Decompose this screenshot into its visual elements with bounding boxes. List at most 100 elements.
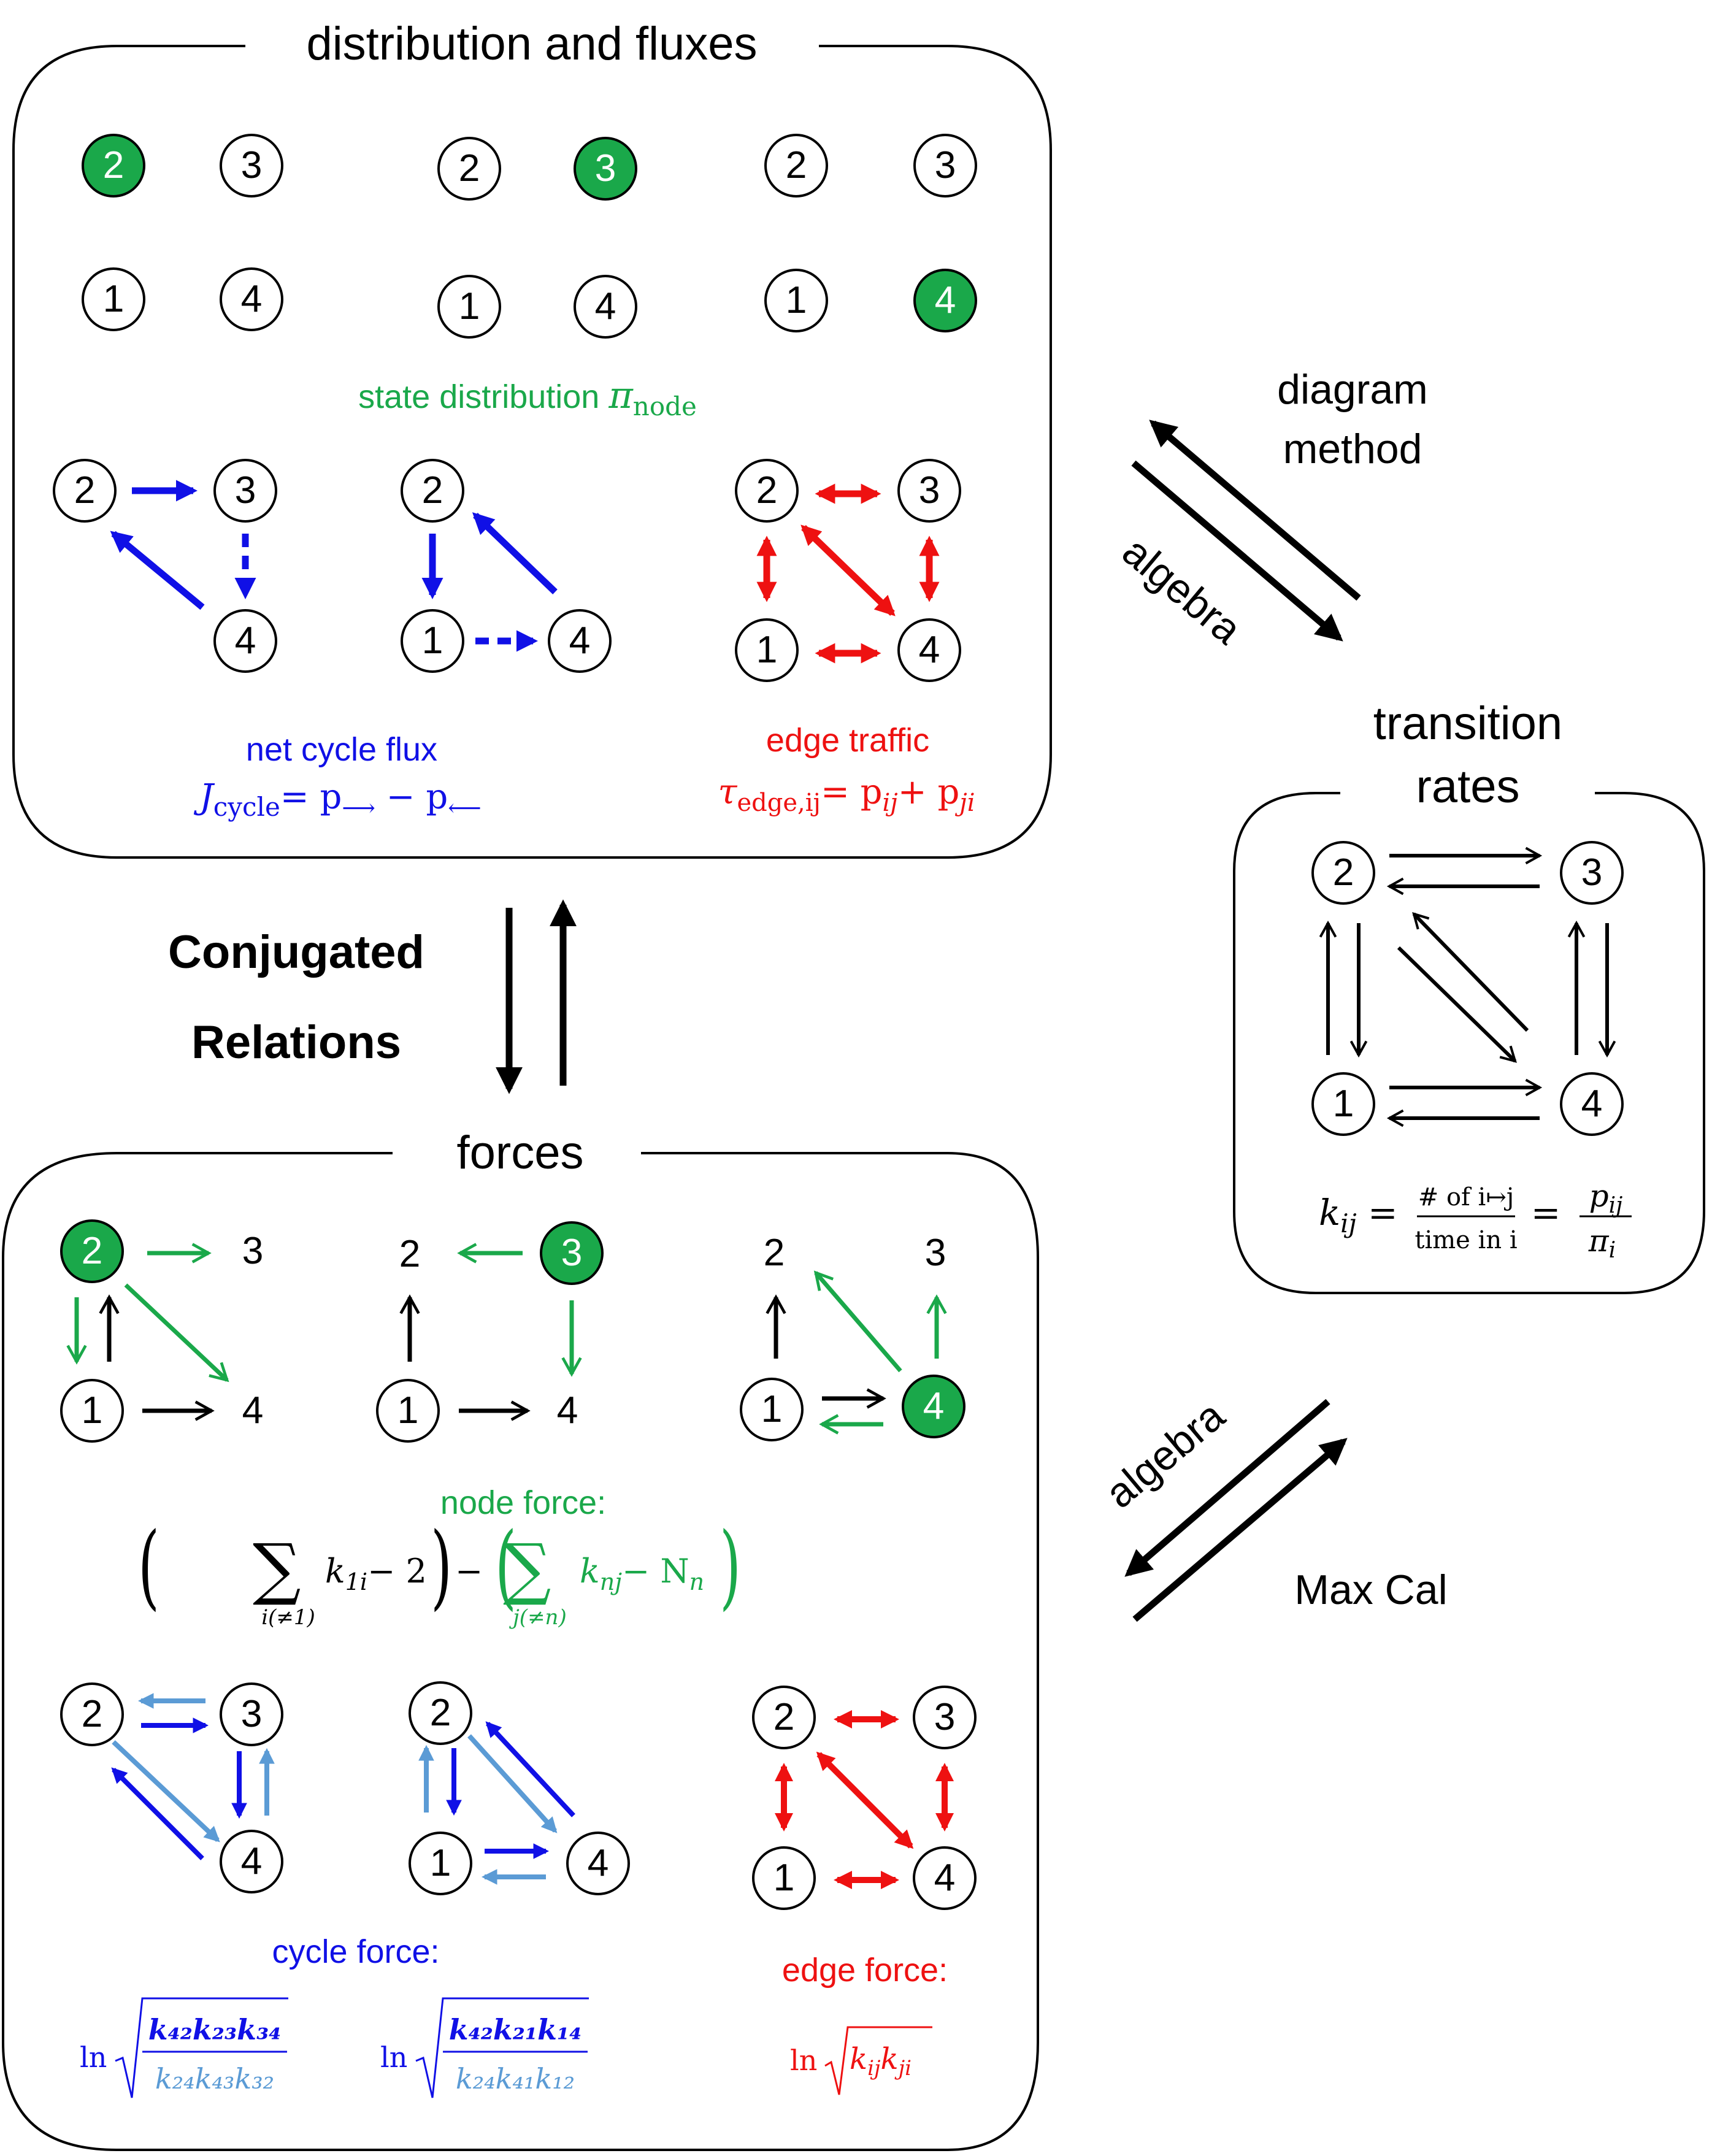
node-2: 2	[764, 1231, 785, 1274]
node-label: 1	[761, 1387, 783, 1430]
diagram-method-arrows: diagram method algebra	[1114, 366, 1428, 653]
svg-text:k1i− 2: k1i− 2	[325, 1552, 427, 1595]
node-label: 4	[557, 1389, 578, 1432]
node-3: 3	[574, 137, 637, 201]
node-3: 3	[913, 134, 977, 198]
node-label: 4	[595, 285, 616, 328]
node-label: 2	[74, 469, 96, 512]
flux-arrow-4-2	[472, 512, 558, 594]
nf-2-4	[124, 1283, 229, 1383]
node-label: 4	[919, 628, 940, 671]
svg-text:): )	[431, 1513, 452, 1621]
svg-text:kijkji: kijkji	[850, 2042, 912, 2081]
conjugated-label: Conjugated	[168, 926, 424, 978]
node-label: 4	[241, 1840, 263, 1882]
node-label: 2	[82, 1692, 103, 1735]
node-4: 4	[220, 267, 283, 331]
edge-force-graph: 2 3 1 4	[752, 1686, 977, 1910]
maxcal-arrows: algebra Max Cal	[1097, 1392, 1448, 1622]
max-cal-label: Max Cal	[1294, 1567, 1447, 1613]
svg-text:k₂₄k₄₁k₁₂: k₂₄k₄₁k₁₂	[456, 2062, 575, 2095]
node-label: 4	[242, 1389, 264, 1432]
node-2: 2	[53, 459, 117, 523]
node-1: 1	[735, 618, 799, 682]
rate-formula: kij = # of i↦j time in i = pij πi	[1319, 1178, 1632, 1263]
node-2: 2	[752, 1686, 816, 1749]
node-2: 2	[401, 459, 464, 523]
svg-text:∑: ∑	[253, 1529, 301, 1608]
node-2: 2	[735, 459, 799, 523]
node-4: 4	[1560, 1072, 1624, 1136]
edge-traffic-label: edge traffic	[766, 722, 929, 759]
node-4: 4	[913, 269, 977, 332]
node-3: 3	[1560, 841, 1624, 905]
node-1: 1	[409, 1832, 472, 1895]
node-label: 1	[756, 628, 778, 671]
svg-text:k₄₂k₂₁k₁₄: k₄₂k₂₁k₁₄	[449, 2013, 582, 2046]
diagram-method-label-2: method	[1283, 426, 1422, 472]
cf-2-4-light	[467, 1734, 558, 1833]
node-label: 3	[595, 147, 616, 190]
node-2: 2	[409, 1681, 472, 1745]
node-1: 1	[376, 1379, 440, 1443]
node-2: 2	[60, 1682, 124, 1746]
node-label: 2	[756, 469, 778, 512]
node-4: 4	[574, 275, 637, 339]
node-label: 3	[241, 144, 263, 186]
svg-text:ln: ln	[380, 2041, 407, 2074]
node-2: 2	[60, 1219, 124, 1283]
node-label: 2	[103, 144, 125, 186]
node-1: 1	[1311, 1072, 1375, 1136]
node-label: 1	[422, 619, 443, 662]
node-2: 2	[437, 137, 501, 201]
node-label: 3	[561, 1231, 583, 1274]
node-label: 1	[103, 277, 125, 320]
node-4: 4	[213, 609, 277, 673]
cf-2-4-light	[112, 1740, 220, 1843]
edge-traffic-formula: τedge,ij= pij+ pji	[718, 772, 975, 817]
distribution-title: distribution and fluxes	[306, 18, 757, 70]
distribution-graph-1: 2 3 1 4	[82, 134, 283, 331]
node-4: 4	[913, 1846, 977, 1910]
svg-text:knj− Nn: knj− Nn	[580, 1552, 704, 1595]
svg-text:(: (	[495, 1513, 516, 1621]
svg-text:−: −	[455, 1552, 483, 1590]
node-label: 4	[934, 1856, 956, 1899]
node-label: 1	[773, 1856, 795, 1899]
node-4: 4	[902, 1375, 965, 1438]
node-label: 1	[82, 1389, 103, 1432]
cf-4-2	[485, 1721, 575, 1817]
svg-text:ln: ln	[80, 2041, 107, 2074]
node-2: 2	[82, 134, 145, 198]
node-4: 4	[897, 618, 961, 682]
node-3: 3	[913, 1686, 977, 1749]
node-2: 2	[764, 134, 828, 198]
node-label: 2	[82, 1229, 103, 1272]
node-4: 4	[548, 609, 612, 673]
node-label: 2	[786, 144, 807, 186]
relations-label: Relations	[191, 1016, 401, 1068]
forces-panel: forces	[1, 1127, 1039, 2151]
rate-4-2	[1412, 912, 1529, 1032]
svg-text:kij =: kij =	[1319, 1192, 1398, 1238]
svg-text:pij: pij	[1589, 1178, 1623, 1218]
distribution-panel: distribution and fluxes	[12, 18, 1052, 859]
nf-4-2	[813, 1270, 902, 1373]
edge-force-label: edge force:	[782, 1952, 948, 1989]
svg-text:(: (	[138, 1513, 159, 1621]
node-1: 1	[82, 267, 145, 331]
node-label: 4	[235, 619, 256, 662]
node-3: 3	[220, 134, 283, 198]
node-label: 3	[1581, 851, 1603, 894]
rates-panel: transition rates	[1233, 697, 1705, 1294]
node-label: 4	[923, 1384, 945, 1427]
